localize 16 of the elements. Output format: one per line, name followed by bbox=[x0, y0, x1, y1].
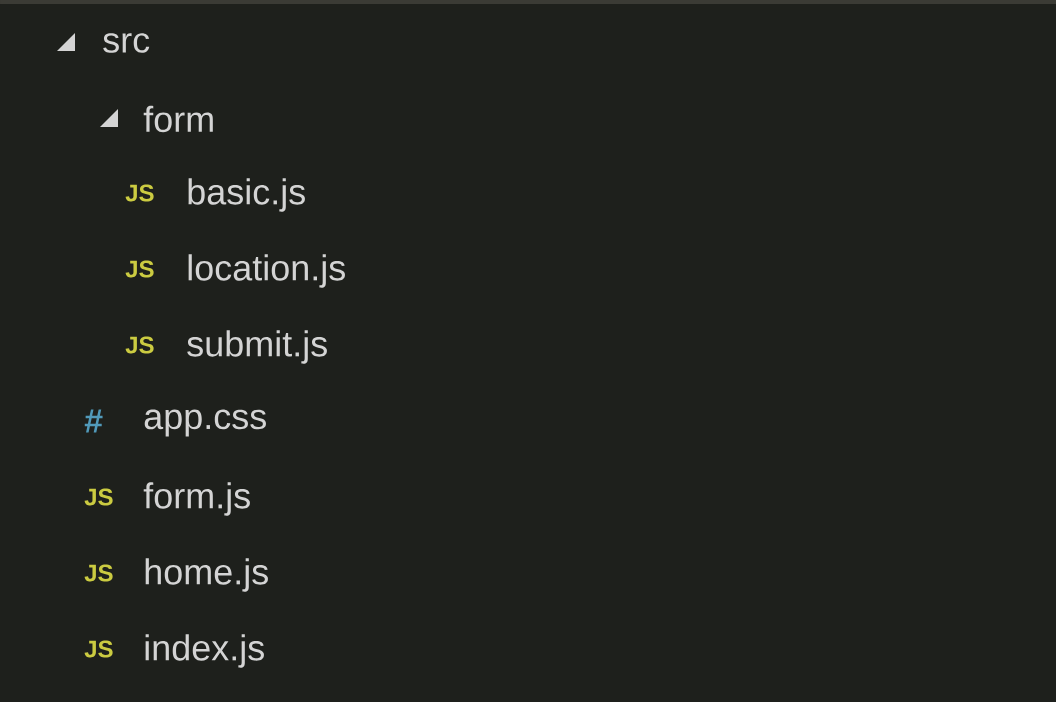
file-type-label: JS bbox=[125, 336, 154, 354]
folder-name: src bbox=[103, 33, 150, 53]
file-type-label: JS bbox=[84, 640, 113, 658]
file-type-label: JS bbox=[84, 488, 113, 506]
file-name: submit.js bbox=[187, 330, 327, 364]
file-type-label: JS bbox=[84, 564, 113, 582]
folder-name: form bbox=[143, 105, 213, 133]
file-name: form.js bbox=[143, 482, 250, 516]
file-name: index.js bbox=[145, 634, 264, 668]
file-name: app.css bbox=[144, 409, 266, 437]
file-type-label: JS bbox=[125, 184, 154, 202]
file-name: location.js bbox=[188, 254, 345, 288]
file-name: basic.js bbox=[188, 178, 305, 212]
file-type-label: JS bbox=[125, 260, 154, 278]
file-name: home.js bbox=[145, 558, 268, 592]
file-type-label: # bbox=[84, 409, 103, 433]
